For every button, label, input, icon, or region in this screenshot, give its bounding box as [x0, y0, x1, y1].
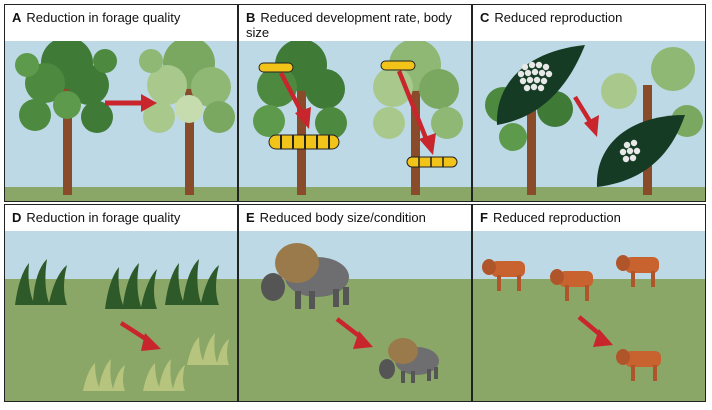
dry-grass-tuft: [83, 333, 229, 391]
red-arrow: [396, 70, 436, 155]
panel-title: E Reduced body size/condition: [246, 210, 465, 225]
panel-header: [5, 5, 237, 41]
panel-header: [239, 5, 471, 41]
caterpillar-icon: [380, 60, 458, 168]
calf-icon: [616, 349, 661, 381]
panel-letter: A: [12, 10, 22, 25]
panel-letter: E: [246, 210, 255, 225]
bison-icon: [379, 338, 439, 383]
panel-d-illustration: [5, 205, 237, 401]
panel-title-text: Reduced reproduction: [492, 210, 621, 225]
red-arrow: [573, 95, 599, 137]
panel-header: [473, 5, 705, 41]
panel-f-illustration: [473, 205, 705, 401]
panel-a: A Reduction in forage quality: [4, 4, 238, 202]
panel-title-text: Reduced body size/condition: [259, 210, 426, 225]
calf-icon: [482, 259, 525, 291]
panel-e: E Reduced body size/condition: [238, 204, 472, 402]
egg-leaf: [596, 115, 685, 187]
panel-f: F Reduced reproduction: [472, 204, 706, 402]
red-arrow: [119, 321, 161, 351]
red-arrow: [105, 94, 157, 112]
panel-letter: F: [480, 210, 488, 225]
grass-tuft: [15, 259, 219, 309]
caterpillar-icon: [258, 62, 340, 150]
panel-header: [473, 205, 705, 231]
panel-title-text: Reduction in forage quality: [26, 10, 181, 25]
panel-d: D Reduction in forage quality: [4, 204, 238, 402]
calf-icon: [616, 255, 659, 287]
panel-letter: C: [480, 10, 490, 25]
red-arrow: [279, 71, 311, 129]
panel-title: A Reduction in forage quality: [12, 10, 231, 25]
panel-title-text: Reduced development rate, body size: [246, 10, 452, 40]
egg-leaf: [496, 45, 585, 125]
panel-letter: B: [246, 10, 256, 25]
panel-title: F Reduced reproduction: [480, 210, 699, 225]
calf-icon: [550, 269, 593, 301]
healthy-tree: [15, 37, 117, 195]
stressed-tree: [139, 37, 235, 195]
panel-header: [5, 205, 237, 231]
panel-title: C Reduced reproduction: [480, 10, 699, 25]
bison-icon: [261, 243, 349, 309]
panel-letter: D: [12, 210, 22, 225]
red-arrow: [335, 317, 373, 349]
panel-title-text: Reduction in forage quality: [26, 210, 181, 225]
panel-e-illustration: [239, 205, 471, 401]
panel-header: [239, 205, 471, 231]
red-arrow: [577, 315, 613, 347]
panel-title: D Reduction in forage quality: [12, 210, 231, 225]
panel-c: C Reduced reproduction: [472, 4, 706, 202]
panel-title-text: Reduced reproduction: [494, 10, 623, 25]
